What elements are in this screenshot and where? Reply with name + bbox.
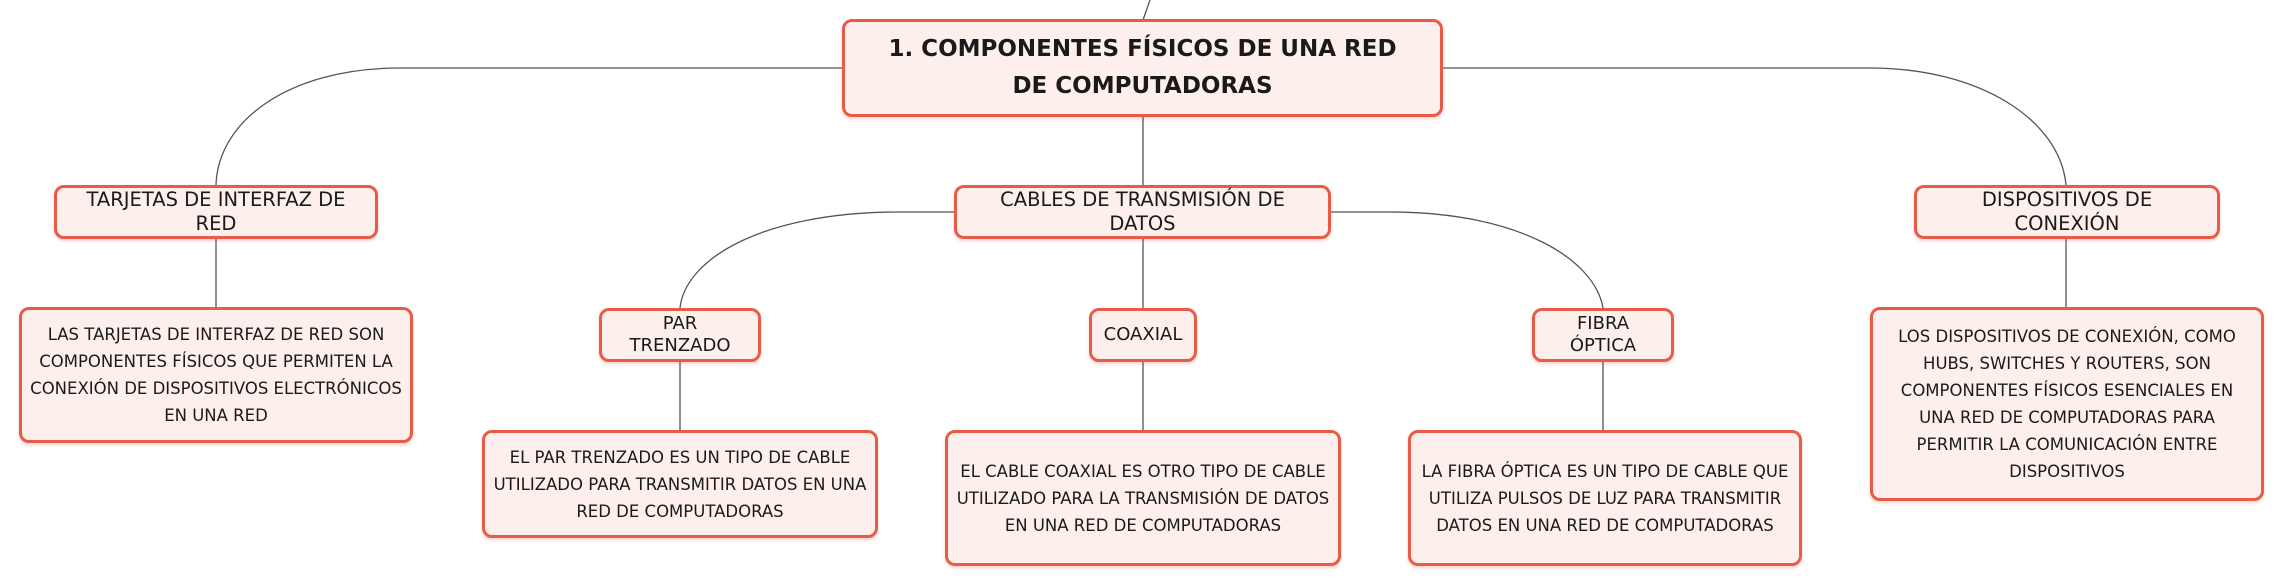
- topic-fiber-optic-label: FIBRA ÓPTICA: [1569, 313, 1637, 356]
- topic-devices-description[interactable]: LOS DISPOSITIVOS DE CONEXIÓN, COMO HUBS,…: [1870, 307, 2264, 501]
- root-topic[interactable]: 1. COMPONENTES FÍSICOS DE UNA RED DE COM…: [842, 19, 1443, 117]
- connector-root-nic: [215, 67, 842, 186]
- topic-cables[interactable]: CABLES DE TRANSMISIÓN DE DATOS: [954, 185, 1331, 239]
- connector-root-devices: [1443, 67, 2067, 186]
- topic-nic-label: TARJETAS DE INTERFAZ DE RED: [86, 188, 346, 235]
- topic-fiber-optic-description-text: LA FIBRA ÓPTICA ES UN TIPO DE CABLE QUE …: [1421, 461, 1789, 535]
- topic-nic-description[interactable]: LAS TARJETAS DE INTERFAZ DE RED SON COMP…: [19, 307, 413, 443]
- topic-coaxial-description[interactable]: EL CABLE COAXIAL ES OTRO TIPO DE CABLE U…: [945, 430, 1341, 566]
- connector-cables-fiber: [1331, 211, 1604, 309]
- topic-coaxial-description-text: EL CABLE COAXIAL ES OTRO TIPO DE CABLE U…: [956, 461, 1330, 535]
- topic-twisted-pair-description[interactable]: EL PAR TRENZADO ES UN TIPO DE CABLE UTIL…: [482, 430, 878, 538]
- root-topic-label: 1. COMPONENTES FÍSICOS DE UNA RED DE COM…: [888, 36, 1397, 99]
- topic-devices[interactable]: DISPOSITIVOS DE CONEXIÓN: [1914, 185, 2220, 239]
- connector-root-parent: [1142, 0, 1151, 21]
- topic-coaxial[interactable]: COAXIAL: [1089, 308, 1197, 362]
- topic-fiber-optic-description[interactable]: LA FIBRA ÓPTICA ES UN TIPO DE CABLE QUE …: [1408, 430, 1802, 566]
- topic-twisted-pair-label: PAR TRENZADO: [629, 313, 731, 356]
- topic-coaxial-label: COAXIAL: [1103, 324, 1183, 345]
- topic-nic-description-text: LAS TARJETAS DE INTERFAZ DE RED SON COMP…: [30, 325, 402, 425]
- topic-cables-label: CABLES DE TRANSMISIÓN DE DATOS: [1000, 188, 1285, 235]
- topic-devices-label: DISPOSITIVOS DE CONEXIÓN: [1981, 188, 2153, 235]
- connector-cables-twisted: [679, 211, 954, 309]
- topic-nic[interactable]: TARJETAS DE INTERFAZ DE RED: [54, 185, 378, 239]
- topic-twisted-pair[interactable]: PAR TRENZADO: [599, 308, 761, 362]
- topic-twisted-pair-description-text: EL PAR TRENZADO ES UN TIPO DE CABLE UTIL…: [493, 447, 867, 521]
- topic-devices-description-text: LOS DISPOSITIVOS DE CONEXIÓN, COMO HUBS,…: [1898, 327, 2236, 481]
- topic-fiber-optic[interactable]: FIBRA ÓPTICA: [1532, 308, 1674, 362]
